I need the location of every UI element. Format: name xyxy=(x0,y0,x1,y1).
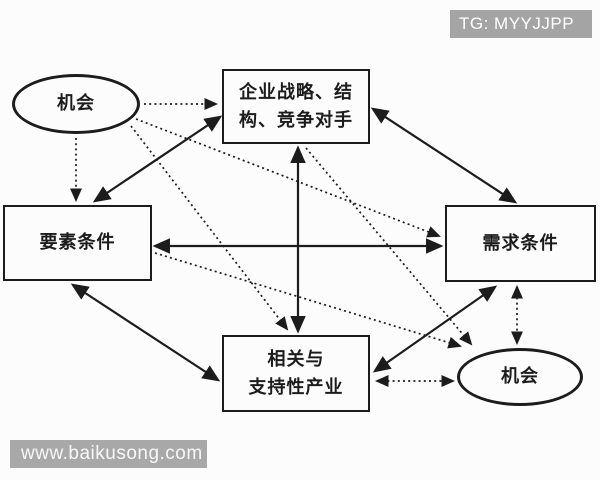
edge-strategy-chanceBottom-dotted-arrow xyxy=(305,147,473,346)
edge-strategy-factor-solid-arrow xyxy=(92,115,223,203)
node-related-supporting-industries: 相关与 支持性产业 xyxy=(222,335,370,412)
edge-chanceTop-demand-dotted-arrow xyxy=(135,118,441,238)
node-factor-conditions: 要素条件 xyxy=(3,205,152,281)
watermark-tg-text: TG: MYYJJPP xyxy=(459,14,575,33)
watermark-site-badge: www.baikusong.com xyxy=(10,440,207,468)
edge-factor-chanceBottom-dotted-arrow xyxy=(154,252,462,349)
node-chance-bottom-label: 机会 xyxy=(501,366,539,387)
node-chance-bottom-ellipse: 机会 xyxy=(457,348,583,406)
node-chance-top-label: 机会 xyxy=(57,93,95,114)
node-strategy-structure-rivalry: 企业战略、结 构、竞争对手 xyxy=(222,69,370,144)
edge-strategy-demand-solid-arrow xyxy=(370,107,518,204)
node-demand-conditions: 需求条件 xyxy=(445,205,596,282)
watermark-site-text: www.baikusong.com xyxy=(21,443,203,464)
edge-related-demand-solid-arrow xyxy=(372,285,498,373)
edge-factor-related-solid-arrow xyxy=(70,283,221,382)
node-related-label: 相关与 支持性产业 xyxy=(248,348,344,397)
watermark-tg-badge: TG: MYYJJPP xyxy=(450,10,592,38)
node-strategy-label: 企业战略、结 构、竞争对手 xyxy=(239,81,353,130)
edge-chanceTop-related-dotted-arrow xyxy=(130,125,289,331)
node-chance-top-ellipse: 机会 xyxy=(12,74,140,134)
node-factor-label: 要素条件 xyxy=(39,232,116,253)
node-demand-label: 需求条件 xyxy=(482,232,559,253)
